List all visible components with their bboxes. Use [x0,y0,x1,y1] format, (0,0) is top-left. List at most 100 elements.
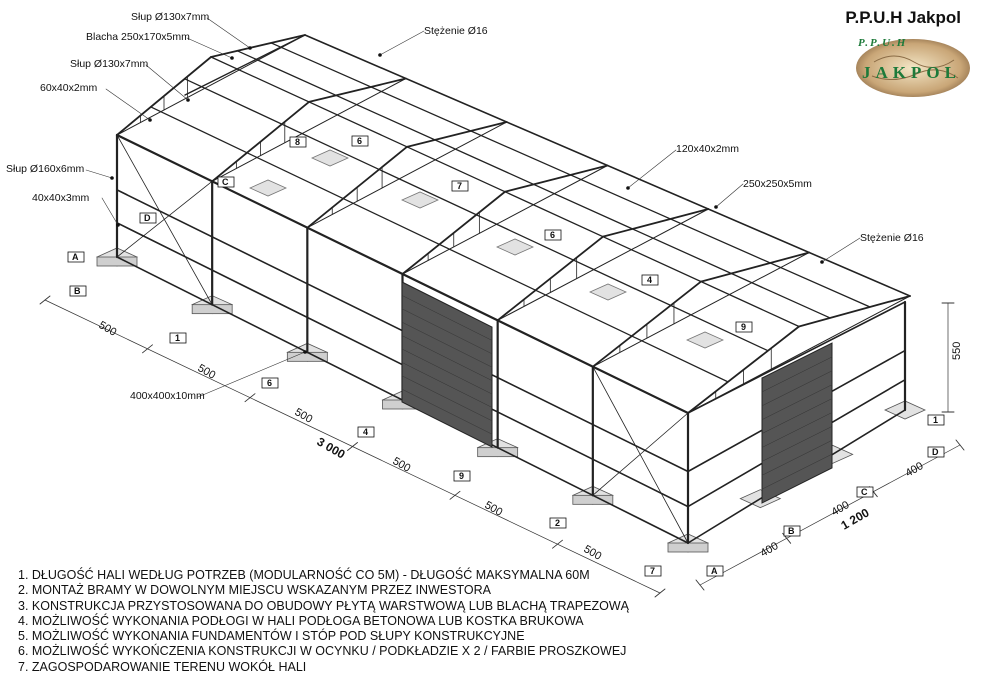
svg-text:A: A [72,252,79,262]
gate-door [761,342,833,504]
dim-seg-3: 500 [293,406,315,426]
note-1: 1. DŁUGOŚĆ HALI WEDŁUG POTRZEB (MODULARN… [18,568,590,582]
leader-line [105,88,151,121]
label-bracing-top: Stężenie Ø16 [424,25,488,37]
leader-line [197,351,306,398]
column-footing [249,179,287,197]
axis-tag: 4 [357,426,375,438]
leader-dot [626,186,630,190]
label-plate: Blacha 250x170x5mm [86,31,190,43]
note-4: 4. MOŻLIWOŚĆ WYKONANIA PODŁOGI W HALI PO… [18,613,584,628]
column-footing [686,331,724,349]
axis-tag: 6 [544,229,562,241]
truss-chord [211,78,407,182]
svg-text:B: B [788,526,795,536]
leader-line [715,183,744,208]
axis-tag: 1 [169,332,187,344]
svg-text:7: 7 [650,566,655,576]
label-column-160: Słup Ø160x6mm [6,163,84,175]
door-panel-line [401,308,493,355]
dim-width-1: 400 [759,540,781,560]
note-5: 5. MOŻLIWOŚĆ WYKONANIA FUNDAMENTÓW I STÓ… [18,629,525,644]
door-panel-line [761,426,833,462]
note-7: 7. ZAGOSPODAROWANIE TERENU WOKÓŁ HALI [18,659,307,674]
truss-chord [402,165,608,275]
purlin [236,50,831,319]
dim-height: 550 [951,342,963,360]
dimension-lines [39,295,965,598]
axis-tag: 8 [289,136,307,148]
svg-text:4: 4 [363,427,368,437]
dimension-tick [449,490,461,500]
column-footing [311,149,349,167]
leader-line [206,17,251,49]
axis-tag: A [67,251,85,263]
dim-width-3: 400 [904,460,926,480]
leader-dot [110,176,114,180]
door-panel-line [761,370,833,407]
dimension-tick [955,439,965,451]
door-panel-line [761,440,833,476]
dim-seg-1: 500 [97,319,119,339]
axis-tag: C [217,176,235,188]
leader-line [627,149,677,189]
dim-seg-6: 500 [582,543,604,563]
axis-tag: B [783,525,801,537]
rafter [700,251,811,283]
purlin [270,42,871,308]
axis-tag: 1 [927,414,945,426]
dimension-tick [552,539,563,549]
axis-tag: 6 [351,135,369,147]
notes-list: 1. DŁUGOŚĆ HALI WEDŁUG POTRZEB (MODULARN… [18,568,668,675]
label-footing-plate: 400x400x10mm [130,390,205,402]
rafter [602,208,710,238]
label-profile-250: 250x250x5mm [743,178,812,190]
note-3: 3. KONSTRUKCJA PRZYSTOSOWANA DO OBUDOWY … [18,598,629,613]
door-panel-line [401,295,493,341]
axis-tag: 2 [549,517,567,529]
svg-text:6: 6 [550,230,555,240]
leader-dot [820,260,824,264]
dimension-tick [347,442,358,451]
svg-text:7: 7 [457,181,462,191]
truss-chord [592,252,810,368]
svg-text:1: 1 [933,415,938,425]
leader-line [101,197,119,226]
gate-door [401,281,493,448]
label-column-130-top: Słup Ø130x7mm [131,11,209,23]
leader-line [145,64,189,101]
leader-dot [148,118,152,122]
svg-text:8: 8 [295,137,300,147]
svg-text:9: 9 [741,322,746,332]
svg-text:2: 2 [555,518,560,528]
label-profile-40: 40x40x3mm [32,192,89,204]
leader-dot [248,46,252,50]
dimension-tick [142,344,153,354]
steel-frame [96,34,926,553]
truss-chord [116,34,306,136]
dim-seg-5: 500 [483,499,505,519]
door-panel-line [761,398,833,434]
label-bracing-right: Stężenie Ø16 [860,232,924,244]
svg-text:C: C [222,177,229,187]
rafter [504,164,609,193]
axis-tag: B [69,285,87,297]
company-logo: P.P.U.H JAKPOL [856,37,970,97]
door-panel-line [401,348,493,395]
door-panel-line [401,321,493,368]
far-eave-beam [304,34,911,297]
leader-line [821,237,861,263]
axis-tag: D [139,212,157,224]
leader-line [379,30,425,56]
leader-dot [186,98,190,102]
door-panel-line [761,356,833,393]
label-profile-120: 120x40x2mm [676,143,739,155]
svg-text:C: C [861,487,868,497]
rafter [308,77,407,103]
label-profile-60: 60x40x2mm [40,82,97,94]
dimension-tick [695,579,705,591]
leader-dot [303,350,307,354]
column-footing [401,191,439,209]
axis-tag: D [927,446,945,458]
